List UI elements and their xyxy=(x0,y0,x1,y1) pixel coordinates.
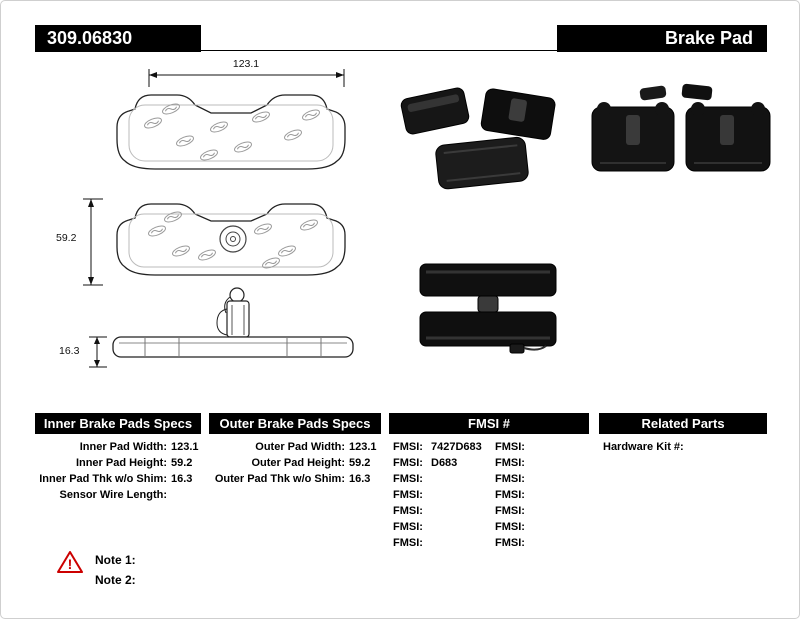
spec-label: Inner Pad Width: xyxy=(79,441,167,453)
pad-front-view2-drawing xyxy=(116,203,346,276)
spec-label: FMSI: xyxy=(393,505,423,517)
pad-photo-edge-group xyxy=(419,263,557,354)
spec-label: Sensor Wire Length: xyxy=(59,489,167,501)
table-row: Outer Pad Width: 123.1 xyxy=(209,439,381,455)
dim-height-label: 59.2 xyxy=(56,232,77,244)
table-row: FMSI: xyxy=(495,503,589,519)
spec-value: 59.2 xyxy=(349,457,371,469)
spec-label: Outer Pad Width: xyxy=(255,441,345,453)
spec-value: 16.3 xyxy=(171,473,193,485)
table-row: FMSI: D683 xyxy=(393,455,491,471)
table-row: Sensor Wire Length: xyxy=(35,487,201,503)
spec-value: 123.1 xyxy=(171,441,199,453)
spec-label: FMSI: xyxy=(393,489,423,501)
product-type-bar: Brake Pad xyxy=(557,25,767,52)
spec-label: FMSI: xyxy=(393,473,423,485)
product-type: Brake Pad xyxy=(664,28,753,48)
outer-specs-header: Outer Brake Pads Specs xyxy=(209,413,381,434)
table-row: Inner Pad Thk w/o Shim: 16.3 xyxy=(35,471,201,487)
spec-value: 16.3 xyxy=(349,473,371,485)
spec-label: FMSI: xyxy=(495,489,525,501)
table-row: FMSI: xyxy=(393,519,491,535)
spec-label: Hardware Kit #: xyxy=(603,441,684,453)
part-number: 309.06830 xyxy=(47,28,133,48)
note-2: Note 2: xyxy=(95,573,136,587)
related-parts-header: Related Parts xyxy=(599,413,767,434)
pad-front-view-drawing xyxy=(116,94,346,170)
note-1: Note 1: xyxy=(95,553,136,567)
spec-label: FMSI: xyxy=(393,521,423,533)
table-row: FMSI: xyxy=(495,455,589,471)
pad-side-view-drawing xyxy=(112,287,354,358)
table-row: FMSI: xyxy=(393,471,491,487)
table-row: FMSI: xyxy=(393,535,491,551)
spec-label: FMSI: xyxy=(393,441,423,453)
related-parts-table: Hardware Kit #: xyxy=(603,439,767,455)
dim-width-label: 123.1 xyxy=(232,58,260,70)
table-row: Inner Pad Width: 123.1 xyxy=(35,439,201,455)
spec-label: FMSI: xyxy=(495,537,525,549)
warning-exclamation: ! xyxy=(68,556,73,572)
spec-label: FMSI: xyxy=(393,537,423,549)
spec-value: 59.2 xyxy=(171,457,193,469)
fmsi-table-left: FMSI: 7427D683 FMSI: D683 FMSI: FMSI: FM… xyxy=(393,439,491,551)
part-number-bar: 309.06830 xyxy=(35,25,201,52)
dim-thickness-label: 16.3 xyxy=(59,345,80,357)
outer-specs-table: Outer Pad Width: 123.1 Outer Pad Height:… xyxy=(209,439,381,487)
table-row: FMSI: xyxy=(495,519,589,535)
dim-height-line xyxy=(83,198,103,286)
table-row: FMSI: xyxy=(495,487,589,503)
spec-label: Outer Pad Thk w/o Shim: xyxy=(214,473,345,485)
table-row: Inner Pad Height: 59.2 xyxy=(35,455,201,471)
spec-label: FMSI: xyxy=(393,457,423,469)
fmsi-header: FMSI # xyxy=(389,413,589,434)
inner-specs-title: Inner Brake Pads Specs xyxy=(43,416,193,431)
outer-specs-title: Outer Brake Pads Specs xyxy=(219,416,371,431)
spec-label: FMSI: xyxy=(495,505,525,517)
spec-label: Outer Pad Height: xyxy=(251,457,345,469)
table-row: FMSI: xyxy=(495,471,589,487)
table-row: FMSI: xyxy=(495,439,589,455)
table-row: FMSI: xyxy=(393,503,491,519)
spec-label: FMSI: xyxy=(495,521,525,533)
table-row: FMSI: xyxy=(495,535,589,551)
warning-triangle-icon: ! xyxy=(57,551,83,573)
spec-value: 123.1 xyxy=(349,441,377,453)
spec-label: FMSI: xyxy=(495,441,525,453)
spec-label: Inner Pad Thk w/o Shim: xyxy=(39,473,167,485)
spec-value: 7427D683 xyxy=(431,441,482,453)
header-rule xyxy=(201,50,557,51)
table-row: Outer Pad Thk w/o Shim: 16.3 xyxy=(209,471,381,487)
spec-label: FMSI: xyxy=(495,457,525,469)
table-row: Outer Pad Height: 59.2 xyxy=(209,455,381,471)
fmsi-table-right: FMSI: FMSI: FMSI: FMSI: FMSI: FMSI: FMSI… xyxy=(495,439,589,551)
inner-specs-header: Inner Brake Pads Specs xyxy=(35,413,201,434)
table-row: FMSI: xyxy=(393,487,491,503)
spec-label: FMSI: xyxy=(495,473,525,485)
dim-thickness-line xyxy=(89,336,107,368)
pad-photo-angled-group xyxy=(400,87,556,190)
spec-value: D683 xyxy=(431,457,458,469)
related-parts-title: Related Parts xyxy=(641,416,725,431)
dim-width-line xyxy=(148,69,345,87)
table-row: Hardware Kit #: xyxy=(603,439,767,455)
inner-specs-table: Inner Pad Width: 123.1 Inner Pad Height:… xyxy=(35,439,201,503)
fmsi-title: FMSI # xyxy=(468,416,510,431)
table-row: FMSI: 7427D683 xyxy=(393,439,491,455)
pad-photo-front-group xyxy=(591,83,771,172)
spec-label: Inner Pad Height: xyxy=(75,457,167,469)
